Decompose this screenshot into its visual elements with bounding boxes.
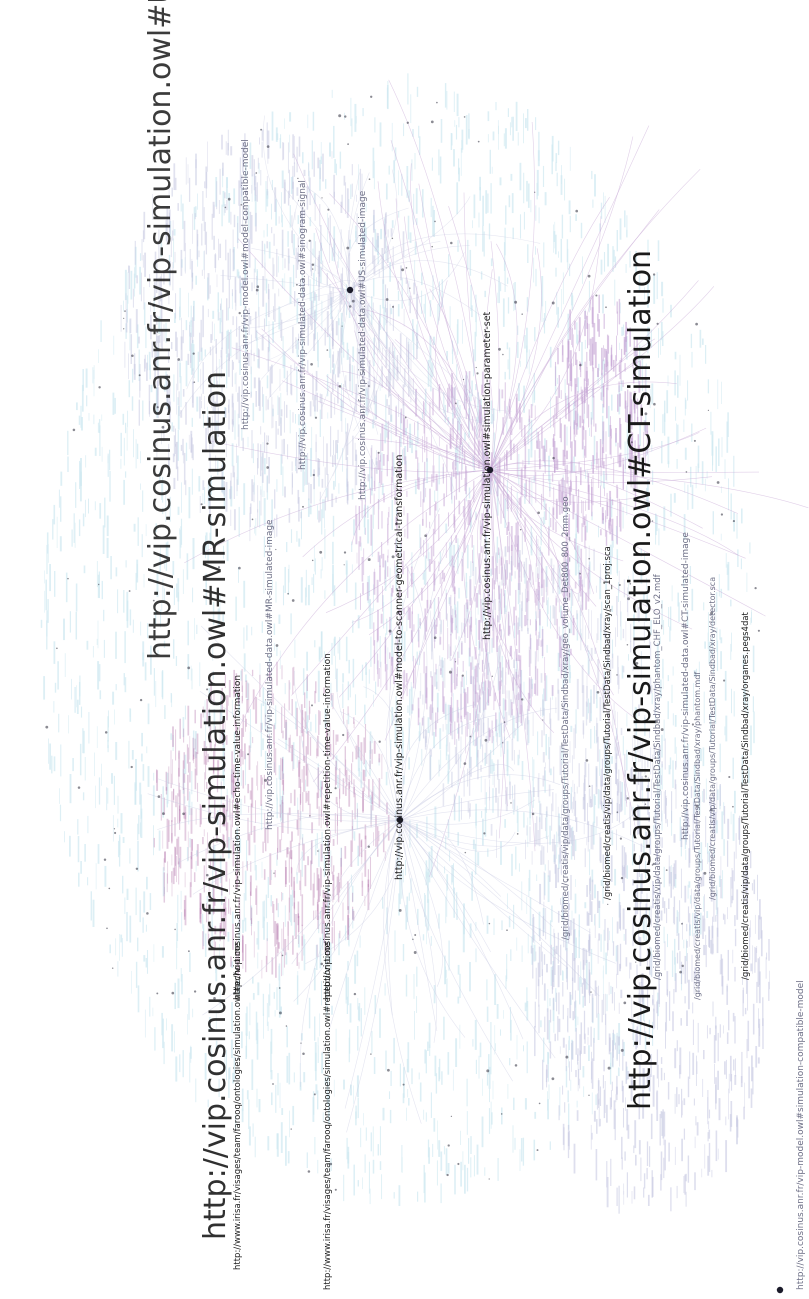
graph-edges	[40, 73, 809, 1214]
